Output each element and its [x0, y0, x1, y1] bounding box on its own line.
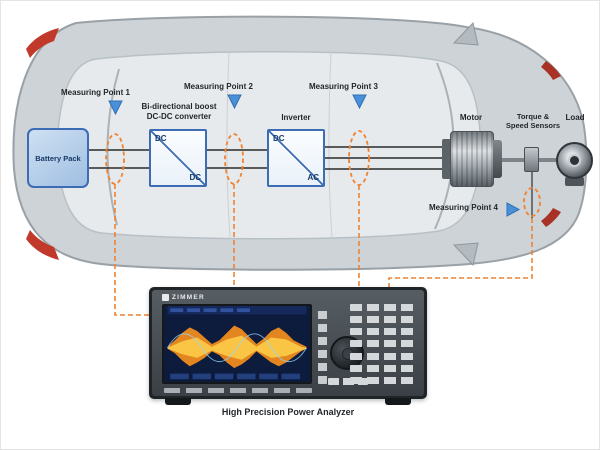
measuring-point-4-marker-icon — [506, 202, 521, 217]
measuring-point-4-label: Measuring Point 4 — [429, 203, 498, 212]
analyzer-button-row — [350, 364, 416, 372]
torque-speed-sensors-label: Torque & Speed Sensors — [500, 112, 566, 130]
measuring-point-1-label: Measuring Point 1 — [61, 88, 130, 97]
inverter-box: DC AC — [267, 129, 325, 187]
measurement-loop-4 — [523, 187, 541, 217]
dcdc-title-line-2: DC-DC converter — [146, 112, 212, 121]
measuring-point-2-marker-icon — [227, 94, 242, 110]
flywheel-hub-icon — [568, 154, 581, 167]
analyzer-button-grid — [350, 304, 416, 384]
dcdc-input-label: DC — [155, 134, 167, 143]
dcdc-converter-box: DC DC — [149, 129, 207, 187]
measurement-loop-2 — [224, 133, 244, 185]
load-label-text: Load — [565, 113, 585, 122]
analyzer-foot — [165, 398, 191, 405]
analyzer-caption: High Precision Power Analyzer — [221, 407, 355, 417]
dcdc-title-line-1: Bi-directional boost — [141, 102, 217, 111]
analyzer-button-row — [328, 378, 368, 385]
inverter-output-label: AC — [307, 173, 319, 182]
measuring-point-1-marker-icon — [108, 100, 123, 116]
analyzer-front-panel: ZIMMER — [152, 290, 424, 396]
analyzer-foot — [385, 398, 411, 405]
analyzer-brand-logo-icon — [162, 294, 169, 301]
sensors-label-line-2: Speed Sensors — [505, 121, 561, 130]
analyzer-brand-row: ZIMMER — [162, 294, 205, 301]
analyzer-button-row — [350, 352, 416, 360]
probe-cable-4 — [388, 218, 533, 289]
accent-front-top — [541, 61, 561, 80]
analyzer-button-row — [350, 376, 416, 384]
measuring-point-3-marker-icon — [352, 94, 367, 110]
measurement-loop-3 — [348, 130, 370, 186]
inverter-title-text: Inverter — [281, 113, 311, 122]
analyzer-button-row — [350, 316, 416, 324]
analyzer-button-row — [350, 304, 416, 311]
torque-speed-sensor — [524, 147, 539, 172]
motor-label-text: Motor — [459, 113, 483, 122]
measurement-loop-1 — [105, 133, 125, 185]
analyzer-button-row — [164, 388, 312, 393]
accent-front-bottom — [541, 208, 561, 227]
taillight-rear-top — [26, 28, 59, 58]
load-stand — [565, 177, 584, 186]
battery-pack: Battery Pack — [27, 128, 89, 188]
motor-body — [450, 131, 494, 187]
battery-pack-label: Battery Pack — [35, 153, 81, 163]
inverter-title: Inverter — [267, 113, 325, 123]
analyzer-side-button-column — [318, 308, 327, 384]
motor-end-cap — [493, 140, 502, 178]
side-mirror-top — [452, 21, 479, 46]
side-mirror-bottom — [452, 242, 479, 267]
analyzer-screen — [162, 304, 312, 384]
motor-label: Motor — [445, 113, 497, 123]
rear-window-line — [106, 68, 120, 226]
analyzer-button-row — [350, 340, 416, 348]
door-seam-line — [328, 51, 333, 239]
inverter-input-label: DC — [273, 134, 285, 143]
analyzer-button-row — [350, 328, 416, 336]
dcdc-converter-title: Bi-directional boost DC-DC converter — [131, 102, 227, 122]
waveform-display — [167, 306, 307, 382]
measuring-point-3-label: Measuring Point 3 — [309, 82, 378, 91]
load-label: Load — [557, 113, 593, 123]
dcdc-output-label: DC — [189, 173, 201, 182]
power-analyzer: ZIMMER — [149, 287, 427, 405]
analyzer-brand: ZIMMER — [172, 294, 205, 301]
measuring-point-2-label: Measuring Point 2 — [184, 82, 253, 91]
load-flywheel — [556, 142, 593, 179]
sensors-label-line-1: Torque & — [516, 112, 550, 121]
motor-mount — [442, 139, 451, 179]
probe-cable-1 — [114, 184, 151, 316]
taillight-rear-bottom — [26, 230, 59, 260]
